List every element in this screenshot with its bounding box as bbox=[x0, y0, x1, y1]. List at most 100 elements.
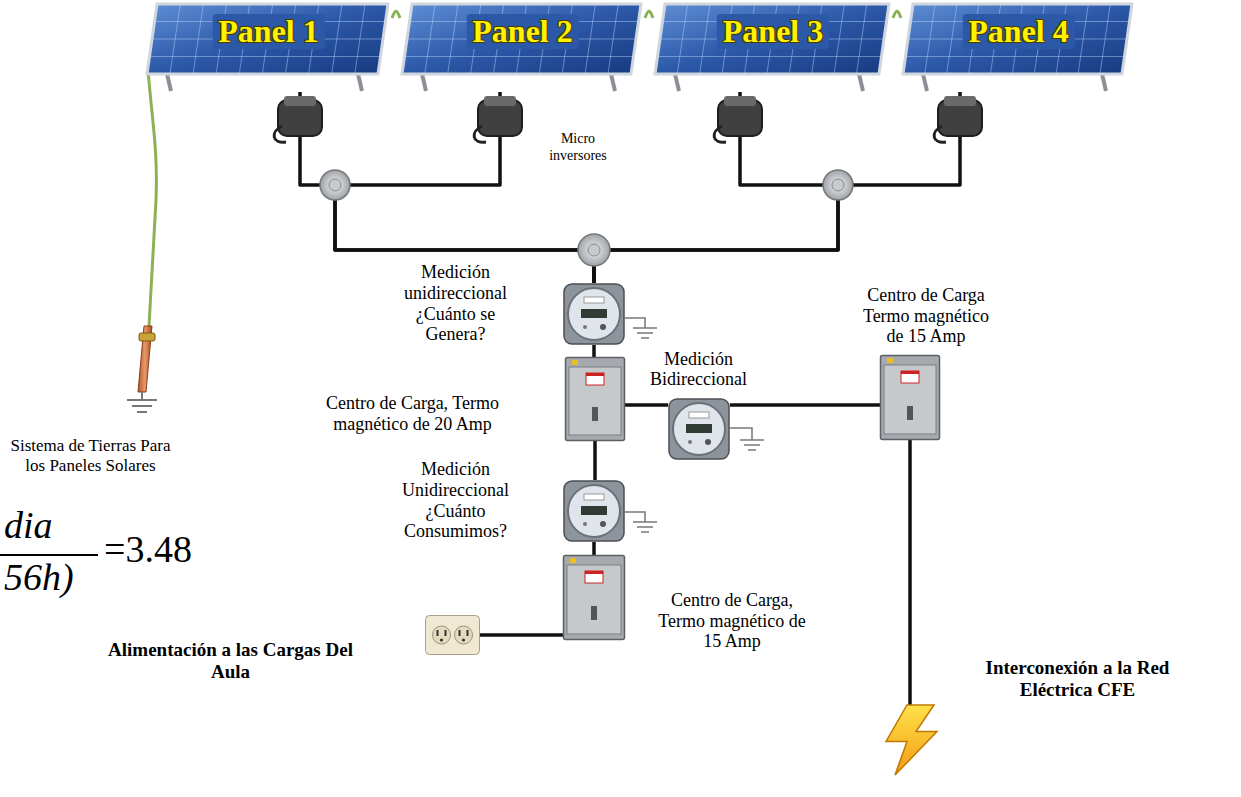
meter-glass bbox=[673, 403, 725, 455]
panel-leg bbox=[422, 74, 426, 91]
junction-box bbox=[320, 170, 350, 200]
energy-meter-label: Medición Unidireccional ¿Cuánto Consumim… bbox=[393, 459, 518, 542]
load-center-label: Centro de Carga, Termo magnético de 15 A… bbox=[652, 590, 812, 652]
panel-surface bbox=[402, 4, 641, 74]
solar-panel-label: Panel 2 bbox=[466, 14, 578, 49]
meter-dial bbox=[688, 440, 692, 444]
inverter-cap bbox=[484, 96, 516, 106]
solar-panel: Panel 4 bbox=[901, 2, 1136, 92]
power-wire bbox=[908, 440, 912, 705]
formula-fragment: dia bbox=[4, 505, 53, 547]
energy-meter: Medición Bidireccional bbox=[668, 398, 730, 460]
indicator bbox=[887, 358, 893, 363]
indicator bbox=[572, 360, 578, 365]
grid-connection-label: Interconexión a la Red Eléctrica CFE bbox=[965, 657, 1190, 701]
breaker-slot bbox=[907, 406, 913, 420]
indicator bbox=[570, 558, 576, 563]
junction-box bbox=[578, 234, 610, 266]
socket-slot bbox=[445, 630, 447, 636]
micro-inverter bbox=[274, 96, 322, 142]
energy-meter-outline bbox=[563, 283, 625, 345]
load-center-label: Centro de Carga Termo magnético de 15 Am… bbox=[858, 285, 994, 347]
ground-symbol bbox=[633, 327, 657, 329]
panelboard-body bbox=[566, 358, 625, 441]
meter-dial bbox=[705, 439, 711, 445]
panel-cell-line bbox=[405, 56, 634, 57]
power-outlet: Alimentación a las Cargas Del Aula bbox=[425, 615, 480, 655]
outlet-plate bbox=[426, 616, 480, 655]
power-wire bbox=[592, 542, 596, 555]
panel-leg bbox=[675, 74, 679, 91]
rod-clamp bbox=[139, 333, 155, 341]
meter-plate bbox=[689, 412, 709, 418]
load-center-outline bbox=[565, 357, 625, 441]
ground-lead bbox=[730, 428, 752, 440]
power-wire bbox=[592, 345, 596, 357]
power-wire bbox=[594, 92, 838, 283]
panel-leg bbox=[923, 74, 927, 91]
power-outlet-label: Alimentación a las Cargas Del Aula bbox=[88, 639, 373, 683]
panelboard-door bbox=[567, 565, 621, 634]
inverter-cable bbox=[714, 126, 726, 142]
ground-symbol bbox=[641, 531, 649, 533]
ground-symbol bbox=[127, 399, 157, 401]
meter-plate bbox=[584, 494, 604, 500]
solar-panel-label: Panel 1 bbox=[212, 14, 324, 49]
panel-leg bbox=[167, 74, 171, 91]
power-wire bbox=[480, 633, 563, 637]
lightning-bolt bbox=[886, 705, 937, 775]
panel-cell-line bbox=[150, 56, 381, 57]
junction-box bbox=[588, 244, 600, 256]
meter-plate bbox=[584, 297, 604, 303]
panel-leg bbox=[1102, 74, 1106, 91]
meter-glass bbox=[568, 485, 620, 537]
panelboard-door bbox=[569, 367, 621, 435]
energy-meter-label: Medición Bidireccional bbox=[641, 349, 756, 390]
socket-slot bbox=[467, 630, 469, 636]
ground-lead bbox=[625, 512, 645, 522]
panel-leg bbox=[859, 74, 863, 91]
panel-leg bbox=[611, 74, 615, 91]
meter-dial bbox=[583, 325, 587, 329]
warning-stripe bbox=[901, 371, 919, 374]
panel-surface bbox=[655, 4, 889, 74]
load-center: Centro de Carga, Termo magnético de 20 A… bbox=[565, 357, 625, 441]
inverter-cap bbox=[944, 96, 976, 106]
panel-link-cable bbox=[645, 11, 653, 18]
inverter-cable bbox=[474, 126, 486, 142]
grid-connection-outline bbox=[880, 705, 940, 775]
panel-link-cable bbox=[893, 11, 901, 18]
meter-base bbox=[564, 284, 624, 344]
power-outlet-outline bbox=[425, 615, 480, 655]
energy-meter-outline bbox=[563, 480, 625, 542]
micro-inverter bbox=[714, 96, 762, 142]
ground-symbol bbox=[637, 526, 653, 528]
panelboard-body bbox=[564, 556, 625, 640]
load-center: Centro de Carga, Termo magnético de 15 A… bbox=[563, 555, 625, 640]
meter-dial bbox=[600, 324, 606, 330]
meter-base bbox=[564, 481, 624, 541]
power-wire bbox=[593, 441, 597, 480]
micro-inverter bbox=[474, 96, 522, 142]
panelboard-body bbox=[881, 356, 940, 440]
ground-symbol bbox=[641, 337, 649, 339]
inverter-cable bbox=[274, 126, 286, 142]
ground-symbol bbox=[633, 521, 657, 523]
socket bbox=[455, 626, 473, 644]
solar-panel: Panel 1 bbox=[145, 2, 392, 92]
panel-cell-line bbox=[906, 56, 1125, 57]
ground-symbol bbox=[137, 411, 147, 413]
formula-fragment: 56h) bbox=[4, 557, 74, 599]
energy-meter-label: Medición unidireccional ¿Cuánto se Gener… bbox=[393, 262, 518, 345]
junction-box bbox=[823, 170, 853, 200]
panel-cell-line bbox=[658, 56, 882, 57]
meter-display bbox=[581, 309, 607, 318]
meter-dial bbox=[583, 522, 587, 526]
micro-inverter bbox=[934, 96, 982, 142]
socket-slot bbox=[459, 630, 461, 636]
callout-label: Micro inversores bbox=[535, 131, 621, 165]
ground-symbol bbox=[141, 392, 143, 400]
warning-sticker bbox=[586, 373, 604, 385]
